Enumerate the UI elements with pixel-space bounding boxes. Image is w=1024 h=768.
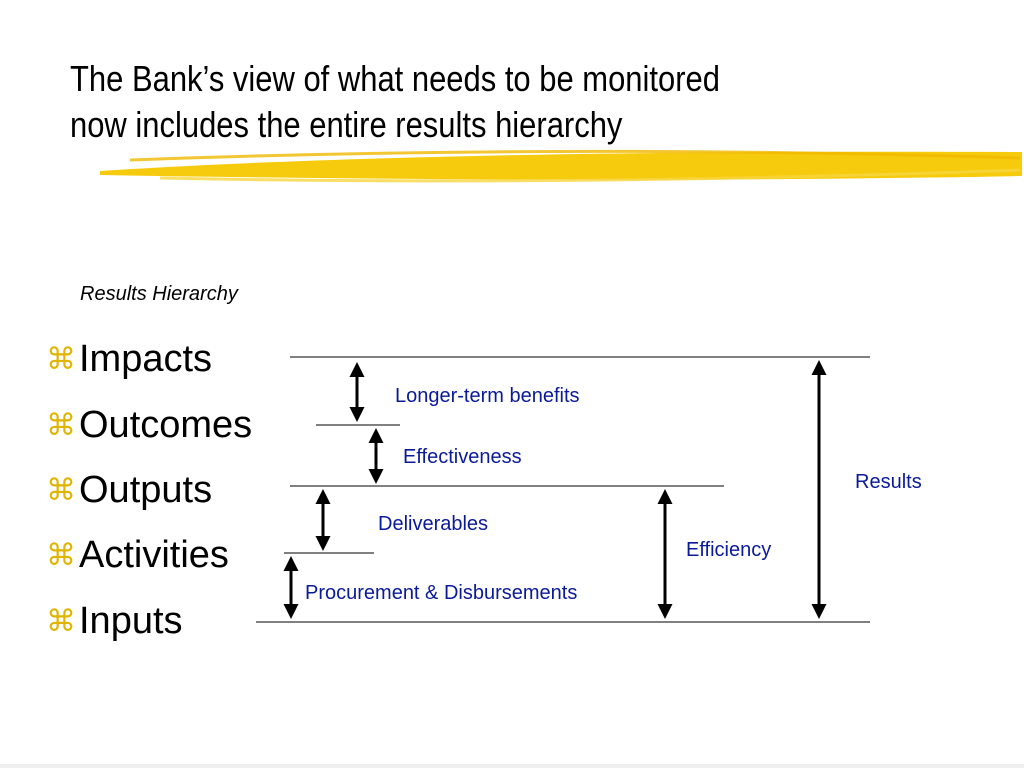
slide-title-line-1: The Bank’s view of what needs to be moni…	[70, 58, 720, 99]
slide-title-line-2: now includes the entire results hierarch…	[70, 104, 623, 145]
label-deliverables: Deliverables	[378, 513, 489, 535]
title-highlight-stroke	[100, 149, 1022, 183]
bullet-label: Activities	[79, 533, 229, 576]
bullet-label: Impacts	[79, 337, 213, 380]
label-effectiveness: Effectiveness	[403, 446, 522, 468]
bullet-label: Inputs	[79, 599, 183, 642]
bullet-icon: ⌘	[46, 603, 76, 639]
slide-title: The Bank’s view of what needs to be moni…	[70, 56, 844, 148]
bullet-icon: ⌘	[46, 407, 76, 443]
bottom-divider	[0, 764, 1024, 768]
label-results: Results	[855, 471, 922, 493]
diagram-caption: Results Hierarchy	[80, 283, 238, 305]
label-longer-term-benefits: Longer-term benefits	[395, 385, 580, 407]
bullet-label: Outputs	[79, 468, 213, 511]
label-efficiency: Efficiency	[686, 539, 772, 561]
bullet-icon: ⌘	[46, 537, 76, 573]
bullet-label: Outcomes	[79, 403, 253, 446]
bullet-impacts: ⌘ Impacts	[46, 334, 212, 384]
bullet-activities: ⌘ Activities	[46, 530, 229, 580]
bullet-outputs: ⌘ Outputs	[46, 465, 212, 515]
bullet-outcomes: ⌘ Outcomes	[46, 400, 252, 450]
bullet-icon: ⌘	[46, 472, 76, 508]
label-procurement-disbursements: Procurement & Disbursements	[305, 582, 578, 604]
bullet-icon: ⌘	[46, 341, 76, 377]
bullet-inputs: ⌘ Inputs	[46, 596, 183, 646]
